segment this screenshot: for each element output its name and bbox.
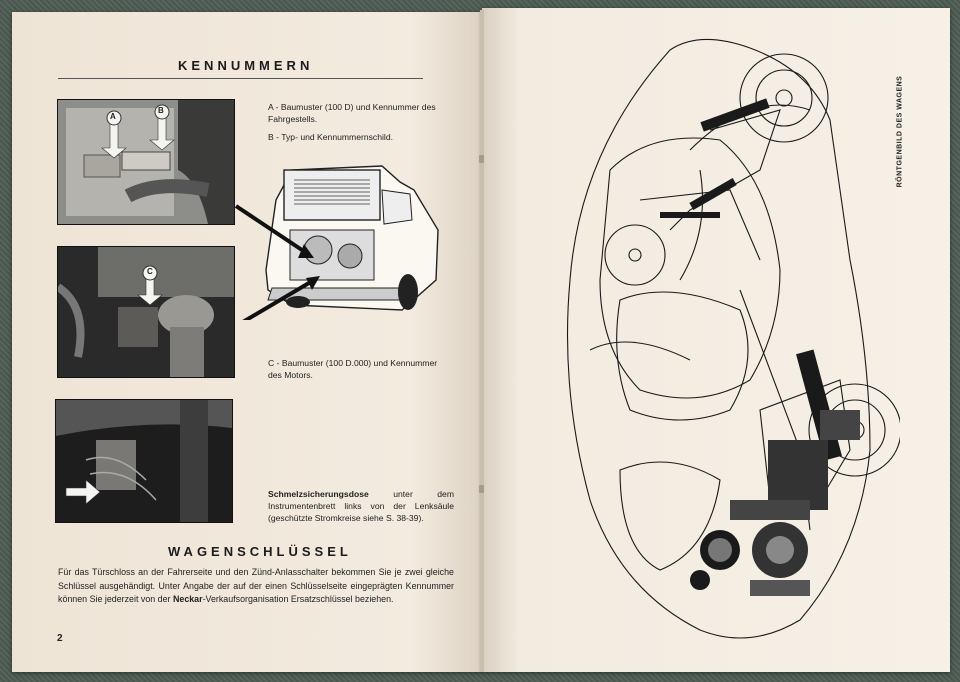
side-caption-text: RÖNTGENBILD DES WAGENS <box>896 75 904 188</box>
body-paragraph: Für das Türschloss an der Fahrerseite un… <box>58 566 454 607</box>
engine-number-photo: C <box>57 246 235 378</box>
heading-rule <box>58 78 423 79</box>
chassis-plate-photo: A B <box>57 99 235 225</box>
section-heading: WAGENSCHLÜSSEL <box>168 544 352 559</box>
car-xray-illustration <box>566 38 900 639</box>
staple <box>479 155 484 163</box>
brand-name: Neckar <box>172 594 203 605</box>
staple <box>479 485 484 493</box>
side-caption: RÖNTGENBILD DES WAGENS <box>893 70 907 200</box>
car-rear-illustration <box>234 165 439 320</box>
paragraph-text-1: Für das Türschloss an der Fahrerseite un… <box>58 567 454 605</box>
caption-fuse-box: Schmelzsicherungsdose unter dem Instrume… <box>268 488 454 524</box>
caption-a: A - Baumuster (100 D) und Kennummer des … <box>268 102 436 124</box>
booklet-spine <box>480 10 484 672</box>
caption-fuse-text: unter dem Instrumentenbrett links von de… <box>268 489 454 523</box>
caption-b: B - Typ- und Kennummernschild. <box>268 132 393 142</box>
page-heading: KENNUMMERN <box>178 58 314 73</box>
paragraph-text-2: -Verkaufsorganisation Ersatzschlüssel be… <box>202 594 394 605</box>
label-c: C <box>147 267 153 276</box>
label-a: A <box>110 112 116 121</box>
caption-fuse-title: Schmelzsicherungsdose <box>268 489 369 499</box>
caption-c: C - Baumuster (100 D.000) und Kennummer … <box>268 358 438 380</box>
fuse-box-photo <box>55 399 233 523</box>
label-b: B <box>158 106 164 115</box>
page-number: 2 <box>57 633 63 644</box>
